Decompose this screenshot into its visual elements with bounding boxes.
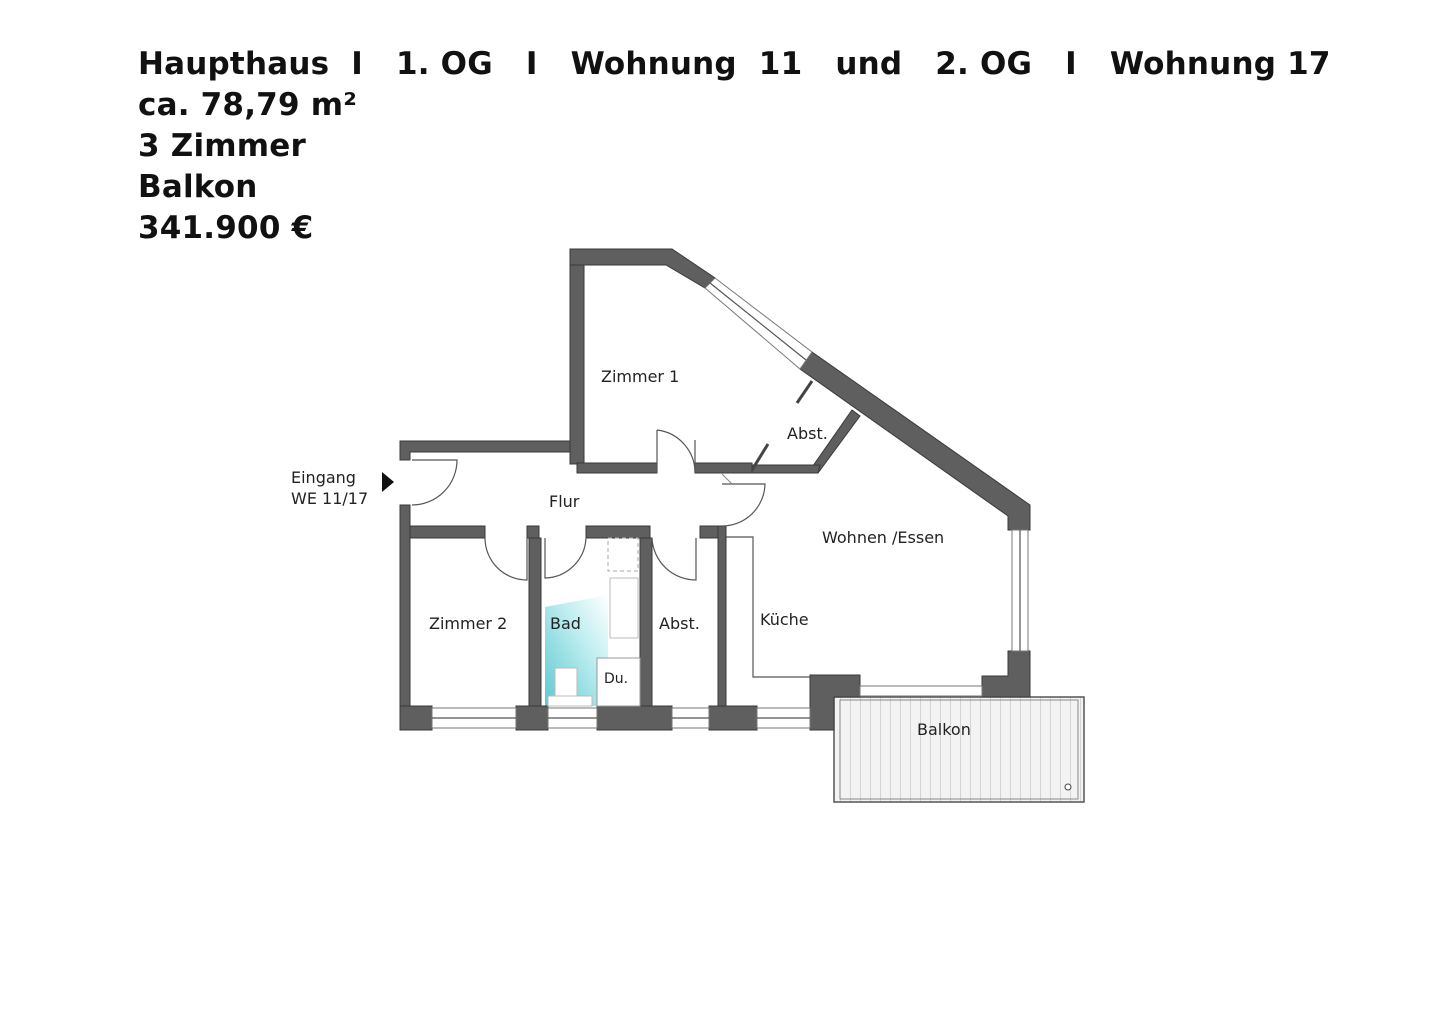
label-flur: Flur xyxy=(549,492,580,511)
header-block: Haupthaus I 1. OG I Wohnung 11 und 2. OG… xyxy=(138,44,1331,249)
drain-icon xyxy=(1064,783,1072,791)
area-line: ca. 78,79 m² xyxy=(138,87,357,123)
windows xyxy=(431,277,1029,729)
feature-line: Balkon xyxy=(138,169,258,205)
title-line: Haupthaus I 1. OG I Wohnung 11 und 2. OG… xyxy=(138,46,1331,82)
label-du: Du. xyxy=(604,671,628,687)
label-kueche: Küche xyxy=(760,610,809,629)
kitchen-counter xyxy=(723,536,810,678)
label-abst-upper: Abst. xyxy=(787,424,828,443)
entrance-arrow-icon xyxy=(382,472,394,492)
balcony xyxy=(833,696,1085,803)
label-wohnen: Wohnen /Essen xyxy=(822,528,944,547)
bathroom-fixtures xyxy=(547,537,641,707)
doors xyxy=(411,380,814,581)
walls xyxy=(399,248,1031,731)
entrance-label-2: WE 11/17 xyxy=(291,489,368,508)
label-bad: Bad xyxy=(550,614,581,633)
label-abst-lower: Abst. xyxy=(659,614,700,633)
price-line: 341.900 € xyxy=(138,210,314,246)
room-labels: Eingang WE 11/17 Zimmer 1 Abst. Flur Woh… xyxy=(291,367,971,739)
rooms-line: 3 Zimmer xyxy=(138,128,306,164)
label-zimmer1: Zimmer 1 xyxy=(601,367,679,386)
entrance-label-1: Eingang xyxy=(291,468,356,487)
label-zimmer2: Zimmer 2 xyxy=(429,614,507,633)
label-balkon: Balkon xyxy=(917,720,971,739)
